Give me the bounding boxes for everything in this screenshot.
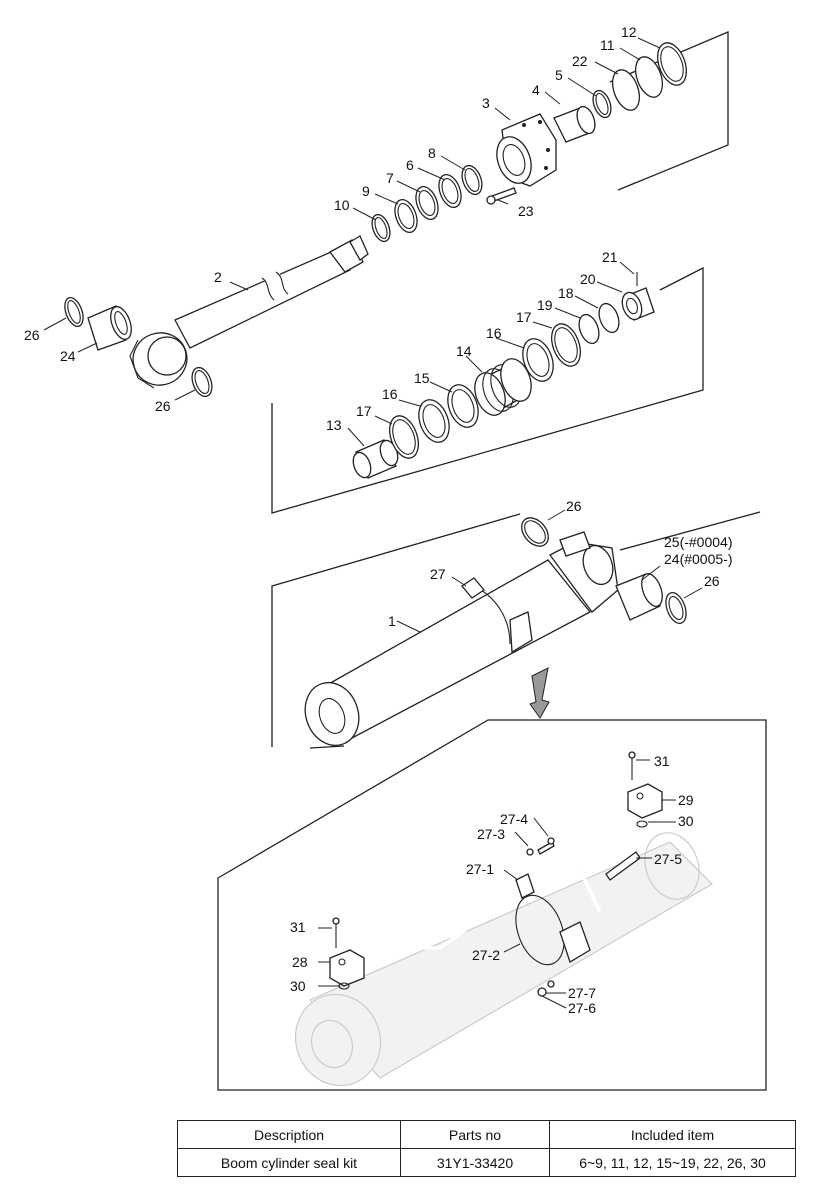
callout-21: 21 — [602, 249, 618, 265]
callout-26-top: 26 — [566, 498, 582, 514]
rings-5-22-11-12 — [592, 42, 687, 119]
detail-arrow — [529, 667, 550, 719]
ring-part-26-right — [665, 592, 687, 624]
callout-27: 27 — [430, 566, 446, 582]
callout-22: 22 — [572, 53, 588, 69]
header-included-item: Included item — [549, 1120, 796, 1149]
bolt-part-23 — [486, 187, 517, 205]
callout-26-bottom: 26 — [155, 398, 171, 414]
nut-part-20 — [621, 287, 655, 321]
callout-19: 19 — [537, 297, 553, 313]
callout-13: 13 — [326, 417, 342, 433]
callout-27-6: 27-6 — [568, 1000, 596, 1016]
bolt-part-31-left — [332, 917, 340, 948]
bushing-part-13 — [352, 439, 399, 479]
callout-20: 20 — [580, 271, 596, 287]
callout-15: 15 — [414, 370, 430, 386]
piston-part-14 — [474, 358, 532, 416]
callout-31-right: 31 — [654, 753, 670, 769]
callout-28: 28 — [292, 954, 308, 970]
callout-9: 9 — [362, 183, 370, 199]
cell-parts-no: 31Y1-33420 — [400, 1148, 550, 1177]
callout-16-left: 16 — [382, 386, 398, 402]
callout-17-right: 17 — [516, 309, 532, 325]
callout-30-right: 30 — [678, 813, 694, 829]
washer-part-27-7 — [547, 980, 555, 988]
cell-description: Boom cylinder seal kit — [177, 1148, 401, 1177]
pipe-line — [349, 798, 641, 960]
ring-part-26-left — [64, 296, 84, 328]
table-row: Boom cylinder seal kit 31Y1-33420 6~9, 1… — [177, 1148, 796, 1177]
cell-included-item: 6~9, 11, 12, 15~19, 22, 26, 30 — [549, 1148, 796, 1177]
ring-part-26-top — [521, 517, 549, 547]
header-description: Description — [177, 1120, 401, 1149]
callout-31-left: 31 — [290, 919, 306, 935]
ghost-cylinder — [294, 832, 713, 1087]
ring-part-26-bottom — [191, 366, 213, 398]
callout-7: 7 — [386, 170, 394, 186]
bushing-part-24-25 — [615, 573, 663, 621]
callout-4: 4 — [532, 82, 540, 98]
cylinder-head-part-3 — [496, 113, 557, 187]
callout-1: 1 — [388, 613, 396, 629]
seal-kit-table: Description Parts no Included item Boom … — [177, 1120, 796, 1177]
table-header-row: Description Parts no Included item — [177, 1120, 796, 1149]
bolt-part-31-right — [628, 751, 636, 780]
callout-26-right: 26 — [704, 573, 720, 589]
callout-30-left: 30 — [290, 978, 306, 994]
tube-panel — [271, 509, 761, 749]
callout-6: 6 — [406, 157, 414, 173]
bushing-part-4 — [553, 105, 596, 143]
piston-panel — [271, 261, 704, 514]
callout-3: 3 — [482, 95, 490, 111]
callout-8: 8 — [428, 145, 436, 161]
callout-14: 14 — [456, 343, 472, 359]
callout-27-1: 27-1 — [466, 861, 494, 877]
o-ring-part-30-right — [636, 820, 648, 828]
bushing-part-24 — [87, 305, 132, 351]
callout-27-5: 27-5 — [654, 851, 682, 867]
cylinder-tube-part-1 — [304, 531, 619, 747]
callout-29: 29 — [678, 792, 694, 808]
callout-27-7: 27-7 — [568, 985, 596, 1001]
callout-27-3: 27-3 — [477, 826, 505, 842]
pipe-detail-panel — [217, 719, 767, 1091]
callout-23: 23 — [518, 203, 534, 219]
callout-27-2: 27-2 — [472, 947, 500, 963]
callout-5: 5 — [555, 67, 563, 83]
nut-part-27-6 — [537, 987, 547, 997]
callout-labels: 2 3 4 5 22 11 12 8 6 7 9 10 23 26 24 26 … — [24, 24, 733, 1016]
callout-25: 25(-#0004) — [664, 534, 733, 550]
washer-part-27-3 — [526, 848, 534, 856]
callout-11: 11 — [600, 37, 615, 53]
flange-part-28 — [329, 949, 365, 987]
seal-rings-6-to-10 — [371, 164, 483, 243]
callout-16-right: 16 — [486, 325, 502, 341]
callout-24-right: 24(#0005-) — [664, 551, 733, 567]
bolt-part-27-4 — [537, 837, 555, 855]
callout-10: 10 — [334, 197, 350, 213]
callout-24-left: 24 — [60, 348, 76, 364]
callout-12: 12 — [621, 24, 637, 40]
callout-17-left: 17 — [356, 403, 372, 419]
callout-27-4: 27-4 — [500, 811, 528, 827]
callout-18: 18 — [558, 285, 574, 301]
clamp-band-part-27-2 — [515, 873, 591, 966]
rod-head-panel — [43, 31, 729, 401]
piston-rod-part-2 — [129, 235, 369, 389]
callout-2: 2 — [214, 269, 222, 285]
callout-26-left: 26 — [24, 327, 40, 343]
header-parts-no: Parts no — [400, 1120, 550, 1149]
piston-rings-15-to-19 — [389, 302, 620, 459]
flange-part-29 — [627, 783, 663, 819]
